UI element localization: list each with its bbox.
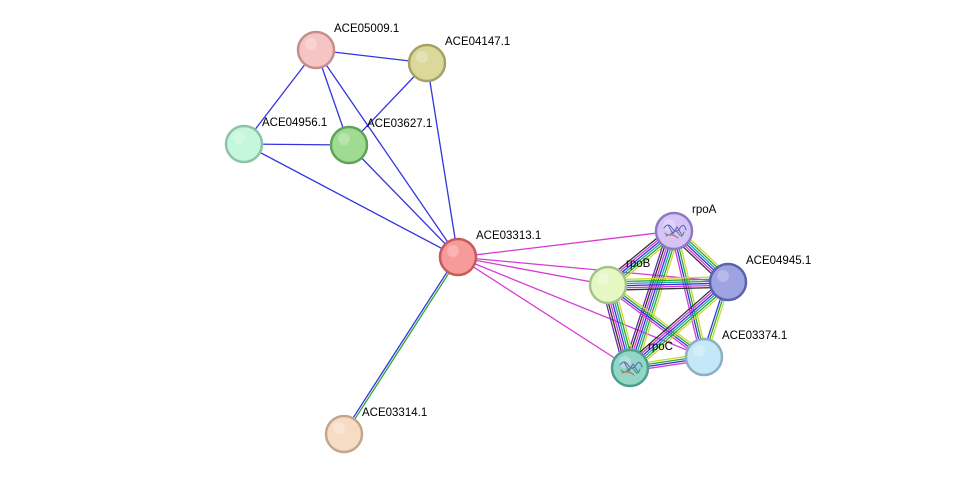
node-circle[interactable] — [588, 265, 628, 305]
node-rpoa[interactable]: rpoA — [654, 204, 717, 251]
node-ace04956-1[interactable]: ACE04956.1 — [224, 117, 327, 164]
edge-strand-blue — [606, 285, 704, 359]
node-ace03627-1[interactable]: ACE03627.1 — [329, 118, 432, 165]
node-highlight — [305, 38, 317, 50]
node-label: rpoA — [692, 204, 717, 216]
edge-strand-blue — [426, 62, 459, 258]
edge-strand-yellow — [607, 276, 728, 281]
edge-rpoa-rpoc[interactable] — [623, 228, 681, 371]
node-circle[interactable] — [438, 237, 478, 277]
edge-strand-green — [607, 278, 728, 283]
edge-strand-black — [608, 286, 729, 291]
edge-strand-green — [608, 283, 706, 357]
edge-ace03313-1-rpoa[interactable] — [457, 230, 675, 258]
node-label: rpoB — [626, 258, 651, 270]
edge-strand-green — [344, 257, 460, 435]
edge-strand-magenta — [605, 286, 703, 361]
edge-strand-blue — [608, 282, 729, 287]
edge-strand-blue — [342, 256, 458, 434]
node-highlight — [597, 273, 609, 285]
edge-rpob-ace04945-1[interactable] — [607, 276, 729, 291]
edge-strand-magenta — [608, 284, 729, 289]
edge-strand-magenta — [670, 231, 702, 358]
edge-strand-blue — [348, 144, 459, 258]
edge-strand-magenta — [627, 279, 727, 367]
edge-strand-magenta — [457, 256, 631, 369]
node-label: ACE03627.1 — [367, 118, 432, 130]
node-highlight — [233, 132, 245, 144]
node-highlight — [717, 270, 729, 282]
node-label: ACE03374.1 — [722, 330, 787, 342]
edge-strand-yellow — [676, 230, 708, 357]
node-highlight — [447, 245, 459, 257]
node-circle[interactable] — [684, 337, 724, 377]
protein-structure-icon — [619, 361, 643, 376]
edge-strand-blue — [243, 143, 459, 258]
node-rpoc[interactable]: rpoC — [610, 341, 673, 388]
node-label: ACE04956.1 — [262, 117, 327, 129]
edge-strand-blue — [315, 49, 459, 258]
node-ace05009-1[interactable]: ACE05009.1 — [296, 23, 399, 70]
edge-strand-magenta — [457, 230, 675, 258]
node-ace03313-1[interactable]: ACE03313.1 — [438, 230, 541, 277]
node-ace03314-1[interactable]: ACE03314.1 — [324, 407, 427, 454]
node-label: rpoC — [648, 341, 673, 353]
node-label: ACE04945.1 — [746, 255, 811, 267]
edge-strand-blue — [629, 230, 675, 369]
node-circle[interactable] — [407, 43, 447, 83]
edge-strand-green — [674, 230, 706, 357]
edge-ace04956-1-ace03313-1[interactable] — [243, 143, 459, 258]
edge-strand-teal — [607, 280, 728, 285]
edge-strand-magenta — [457, 256, 609, 286]
edge-ace03627-1-ace03313-1[interactable] — [348, 144, 459, 258]
edge-rpob-ace03374-1[interactable] — [605, 281, 707, 361]
node-highlight — [416, 51, 428, 63]
edge-strand-purple — [623, 228, 669, 367]
edge-strand-teal — [630, 282, 730, 370]
node-highlight — [338, 133, 350, 145]
edge-strand-black — [625, 229, 671, 367]
edge-ace05009-1-ace04956-1[interactable] — [243, 49, 317, 145]
edge-strand-yellow — [633, 285, 732, 373]
edge-ace05009-1-ace03313-1[interactable] — [315, 49, 459, 258]
edge-ace03313-1-rpoc[interactable] — [457, 256, 631, 369]
edge-rpoa-ace03374-1[interactable] — [670, 230, 708, 358]
node-highlight — [693, 345, 705, 357]
node-ace04147-1[interactable]: ACE04147.1 — [407, 36, 510, 83]
edge-strand-yellow — [635, 232, 681, 371]
node-label: ACE04147.1 — [445, 36, 510, 48]
edge-ace04147-1-ace03313-1[interactable] — [426, 62, 459, 258]
edge-strand-blue — [628, 280, 728, 368]
node-circle[interactable] — [324, 414, 364, 454]
node-highlight — [333, 422, 345, 434]
edge-strand-teal — [631, 231, 677, 369]
edge-strand-blue — [672, 231, 704, 358]
edge-strand-blue — [243, 49, 317, 145]
edge-ace03313-1-rpob[interactable] — [457, 256, 609, 286]
edge-strand-magenta — [627, 230, 673, 368]
node-circle[interactable] — [708, 262, 748, 302]
node-label: ACE03314.1 — [362, 407, 427, 419]
edge-strand-yellow — [609, 281, 707, 356]
protein-structure-icon — [663, 224, 687, 239]
node-circle[interactable] — [329, 125, 369, 165]
edge-ace03313-1-ace03314-1[interactable] — [342, 256, 460, 435]
edge-ace04945-1-rpoc[interactable] — [626, 277, 732, 373]
node-rpob[interactable]: rpoB — [588, 258, 651, 305]
edge-strand-green — [631, 283, 731, 371]
node-ace03374-1[interactable]: ACE03374.1 — [684, 330, 787, 377]
node-circle[interactable] — [224, 124, 264, 164]
node-ace04945-1[interactable]: ACE04945.1 — [708, 255, 811, 302]
node-label: ACE05009.1 — [334, 23, 399, 35]
node-circle[interactable] — [296, 30, 336, 70]
edge-strand-black — [626, 277, 725, 365]
edge-strand-green — [633, 232, 679, 370]
node-label: ACE03313.1 — [476, 230, 541, 242]
